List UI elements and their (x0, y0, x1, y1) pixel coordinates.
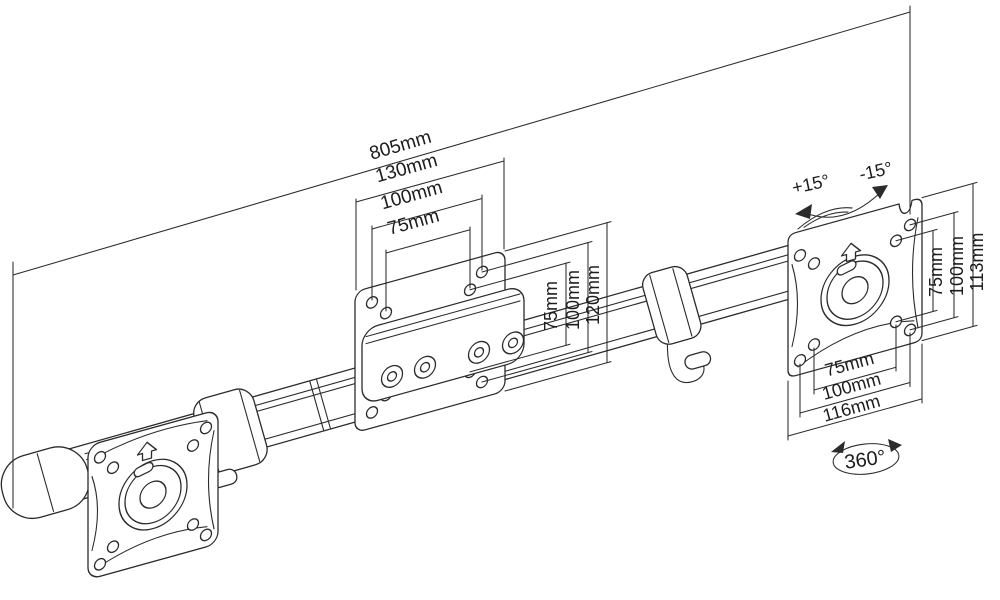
tilt-arrow-icon (795, 204, 812, 219)
tilt-up-label: +15° (790, 170, 831, 197)
dim-line (799, 381, 911, 414)
tilt-bracket-hump (797, 207, 853, 230)
vesa-hole (106, 540, 120, 554)
right-plate-scallop (791, 264, 799, 348)
right-vertical-dimensions: 75mm 100mm 113mm (895, 181, 987, 342)
right-vesa-plate (787, 198, 923, 377)
dim-label-100-right-v: 100mm (947, 236, 967, 296)
rotation-label: 360° (843, 446, 887, 474)
vesa-hole (93, 450, 107, 464)
tilt-bracket-hump-inner (803, 211, 849, 228)
rotation-disc-hub (841, 276, 869, 305)
clamp-ridge (365, 293, 521, 338)
cable-clip-band (641, 265, 702, 345)
vesa-hole (793, 249, 807, 262)
tilt-arc (802, 190, 883, 218)
clamp-screw-head (419, 361, 431, 373)
dim-label-100-vertical: 100mm (563, 270, 583, 330)
clip-edge (672, 268, 693, 337)
dim-label-113: 113mm (967, 233, 987, 292)
dim-label-75-right-v: 75mm (926, 247, 946, 297)
clamp-screw-head (386, 371, 398, 382)
connector-line (469, 343, 571, 373)
connector-line (469, 261, 571, 291)
dim-label-120: 120mm (583, 265, 603, 325)
clamp-ridge (365, 300, 521, 345)
clamp-screw-head (473, 346, 485, 358)
rotation-angle-annotation: 360° (831, 439, 902, 475)
left-vesa-plate (87, 411, 219, 578)
rotate-ellipse (832, 443, 900, 475)
connector-line (909, 211, 959, 226)
tilt-arrow-icon (872, 185, 888, 199)
cable-hook-tab (684, 351, 712, 370)
left-plate-scallop (91, 475, 98, 552)
end-cap-seam (36, 453, 55, 513)
left-plate-arch (98, 420, 208, 457)
vesa-hole (807, 257, 821, 270)
dim-line (12, 11, 911, 276)
rotate-arrow-icon (831, 441, 845, 453)
disc-slot (133, 461, 154, 478)
connector-line (895, 309, 938, 323)
vesa-hole (186, 439, 200, 452)
connector-line (481, 240, 593, 273)
connector-line (895, 228, 938, 242)
vesa-hole (199, 421, 213, 435)
center-adapter-plate (354, 251, 525, 431)
connector-line (481, 350, 593, 383)
cable-hook (666, 344, 705, 384)
band-edge (239, 389, 261, 463)
vesa-hole (93, 557, 107, 571)
rotation-disc-hub (139, 480, 167, 509)
dim-line (355, 160, 505, 203)
tube-joint-seam (309, 381, 325, 431)
tube-joint-seam (316, 379, 331, 429)
dim-line (813, 366, 897, 391)
connector-line (909, 316, 959, 331)
up-arrow-icon (136, 441, 158, 462)
dim-line (787, 398, 923, 437)
center-vertical-dimensions: 75mm 100mm 120mm (469, 221, 612, 392)
dim-line (385, 229, 471, 254)
vesa-hole (365, 406, 379, 419)
vesa-hole (106, 461, 120, 475)
clip-edge (649, 274, 670, 344)
connector-line (921, 181, 978, 199)
vesa-hole (199, 528, 213, 542)
rotate-arrow-icon (888, 439, 902, 452)
disc-slot (836, 260, 857, 276)
up-arrow-icon (840, 242, 862, 263)
tilt-down-label: -15° (857, 158, 894, 184)
dim-label-75-vertical: 75mm (541, 281, 561, 331)
clamp-screw-head (507, 337, 519, 349)
dim-line (371, 197, 483, 230)
connector-line (504, 361, 612, 392)
connector-line (504, 221, 612, 252)
left-plate-scallop (207, 430, 215, 530)
connector-line (921, 324, 978, 342)
vesa-hole (186, 518, 200, 531)
